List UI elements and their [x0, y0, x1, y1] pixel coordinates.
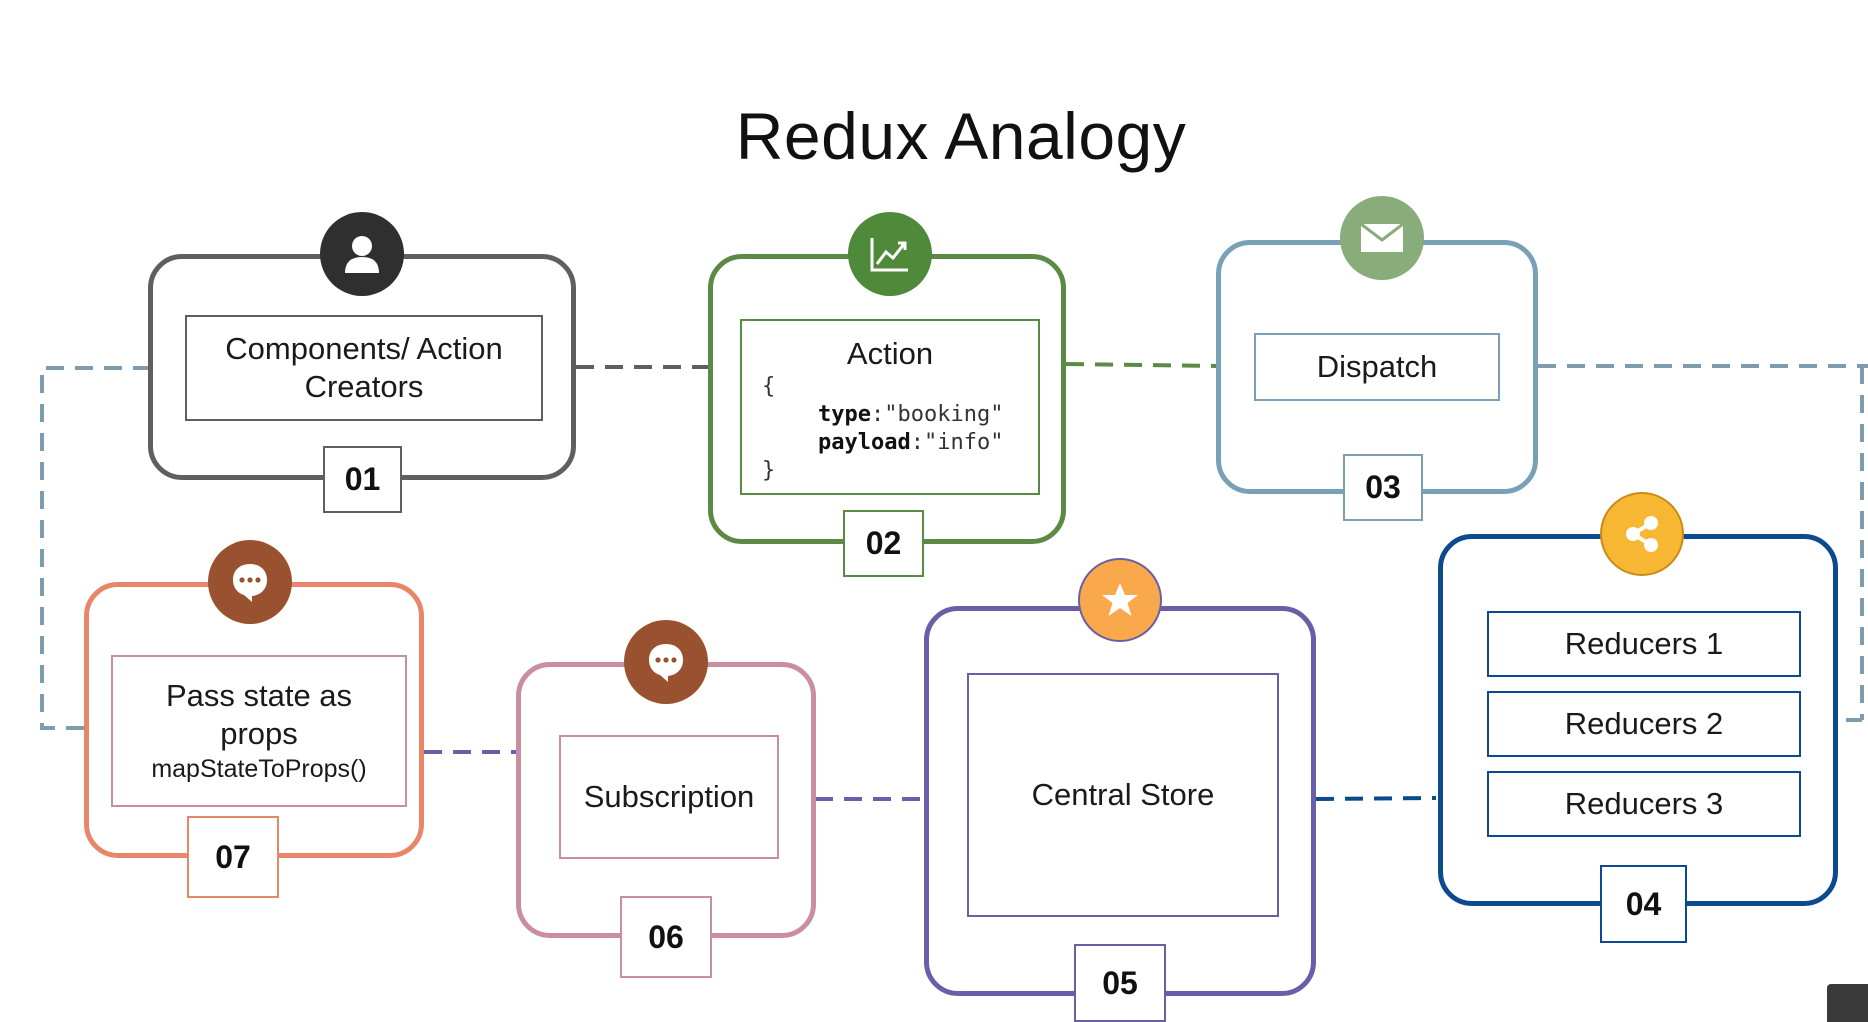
step-06-number: 06 [620, 896, 712, 978]
presenter-thumbnail [1827, 984, 1868, 1022]
reducer-1-box: Reducers 1 [1487, 611, 1801, 677]
step-04-card: Reducers 1 Reducers 2 Reducers 3 [1438, 534, 1838, 906]
step-05-number: 05 [1074, 944, 1166, 1022]
step-05-label: Central Store [1031, 777, 1215, 812]
code-open-brace: { [762, 374, 776, 399]
user-icon [320, 212, 404, 296]
reducer-2-label: Reducers 2 [1564, 706, 1724, 741]
connector-04-05 [1315, 796, 1437, 801]
step-03-label-box: Dispatch [1254, 333, 1500, 401]
step-01-card: Components/ Action Creators [148, 254, 576, 480]
step-07-sublabel: mapStateToProps() [151, 755, 367, 783]
step-05-card: Central Store [924, 606, 1316, 996]
code-type-value: "booking" [884, 402, 1004, 427]
step-02-number: 02 [843, 510, 924, 577]
reducer-3-label: Reducers 3 [1564, 786, 1724, 821]
step-01-number: 01 [323, 446, 402, 513]
reducer-3-box: Reducers 3 [1487, 771, 1801, 837]
code-payload-key: payload [818, 430, 911, 455]
connector-03-04 [1538, 364, 1868, 722]
step-07-label-box: Pass state as props mapStateToProps() [111, 655, 407, 807]
code-close-brace: } [762, 458, 776, 483]
step-03-label: Dispatch [1316, 349, 1438, 384]
step-03-number: 03 [1343, 454, 1423, 521]
step-02-label: Action [846, 336, 934, 371]
diagram-title: Redux Analogy [735, 99, 1187, 173]
envelope-icon [1340, 196, 1424, 280]
reducer-2-box: Reducers 2 [1487, 691, 1801, 757]
step-01-label: Components/ Action Creators [225, 331, 503, 404]
share-icon [1600, 492, 1684, 576]
chart-icon [848, 212, 932, 296]
step-07-label: Pass state as props [165, 678, 353, 751]
step-06-label: Subscription [583, 779, 755, 814]
step-07-number: 07 [187, 816, 279, 898]
step-04-number: 04 [1600, 865, 1687, 943]
step-05-label-box: Central Store [967, 673, 1279, 917]
star-icon [1078, 558, 1162, 642]
step-07-card: Pass state as props mapStateToProps() [84, 582, 424, 858]
reducer-1-label: Reducers 1 [1564, 626, 1724, 661]
step-02-card: Action { type:"booking" payload:"info" } [708, 254, 1066, 544]
speech-bubble-icon [208, 540, 292, 624]
code-payload-value: "info" [923, 430, 1004, 455]
step-03-card: Dispatch [1216, 240, 1538, 494]
connector-02-03 [1065, 362, 1219, 368]
step-02-label-box: Action { type:"booking" payload:"info" } [740, 319, 1040, 495]
step-06-label-box: Subscription [559, 735, 779, 859]
speech-bubble-icon [624, 620, 708, 704]
step-01-label-box: Components/ Action Creators [185, 315, 543, 421]
code-type-key: type [818, 402, 871, 427]
action-object-code: { type:"booking" payload:"info" } [762, 373, 1032, 485]
